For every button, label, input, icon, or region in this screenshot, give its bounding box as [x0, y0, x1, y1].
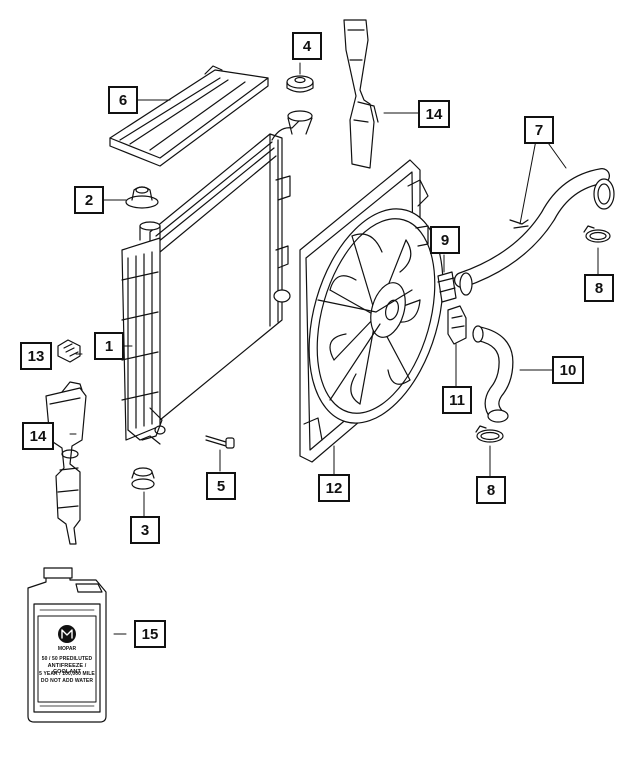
- callout-4: 4: [292, 32, 322, 60]
- callout-13: 13: [20, 342, 52, 370]
- upper-shield-part: [109, 65, 269, 167]
- callout-15: 15: [134, 620, 166, 648]
- jug-brand-label: MOPAR: [57, 646, 77, 652]
- jug-label-line2: ANTIFREEZE / COOLANT: [47, 663, 87, 675]
- radiator-part: [121, 110, 313, 445]
- callout-8-top: 8: [584, 274, 614, 302]
- hose-bracket-part: [437, 271, 457, 303]
- jug-label-line4: DO NOT ADD WATER: [40, 678, 94, 684]
- callout-2: 2: [74, 186, 104, 214]
- fan-shroud-part: [299, 159, 444, 463]
- lower-insulator-part: [131, 467, 155, 490]
- pressure-cap-part: [286, 75, 314, 93]
- upper-insulator-part: [125, 186, 159, 209]
- callout-8-bottom: 8: [476, 476, 506, 504]
- coolant-bottle-lower-part: [45, 381, 87, 545]
- upper-hose-part: [454, 168, 615, 296]
- coolant-jug-part: [27, 567, 107, 723]
- callout-3: 3: [130, 516, 160, 544]
- callout-11: 11: [442, 386, 472, 414]
- jug-label-line1: 50 / 50 PREDILUTED: [41, 656, 93, 662]
- callout-7: 7: [524, 116, 554, 144]
- lower-hose-part: [472, 325, 514, 423]
- leader-lines: [69, 62, 599, 635]
- callout-5: 5: [206, 472, 236, 500]
- hose-clip-part: [447, 305, 467, 345]
- callout-1: 1: [94, 332, 124, 360]
- callout-9: 9: [430, 226, 460, 254]
- callout-12: 12: [318, 474, 350, 502]
- hose-clamp-upper-part: [583, 225, 611, 243]
- bolt-part: [205, 435, 235, 449]
- clip-part: [57, 339, 81, 363]
- coolant-bottle-upper-part: [343, 19, 379, 169]
- callout-6: 6: [108, 86, 138, 114]
- callout-14-bottom: 14: [22, 422, 54, 450]
- callout-14-top: 14: [418, 100, 450, 128]
- callout-10: 10: [552, 356, 584, 384]
- jug-label-line3: 5 YEAR / 100,000 MILE: [39, 671, 95, 677]
- hose-clamp-lower-part: [475, 425, 504, 443]
